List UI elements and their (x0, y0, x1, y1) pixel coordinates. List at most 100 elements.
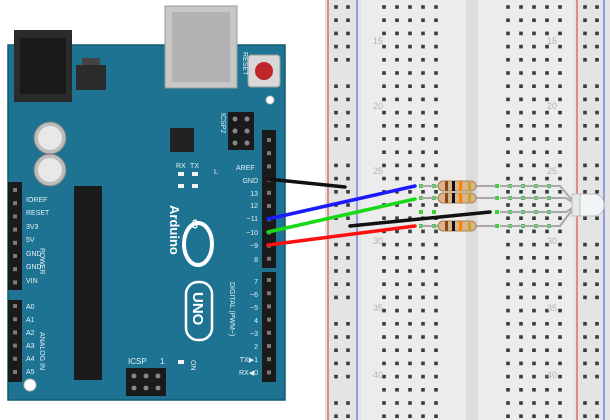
breadboard-hole (545, 308, 549, 313)
resistor-1 (437, 180, 477, 192)
breadboard-hole (532, 137, 536, 141)
row-number-right: 25 (547, 166, 557, 176)
breadboard-hole (519, 242, 523, 247)
breadboard-hole (545, 150, 549, 154)
rail-hole (583, 295, 587, 300)
rail-hole (334, 374, 338, 379)
wire-pin11-blue (266, 184, 417, 221)
breadboard-hole (558, 348, 562, 352)
breadboard-hole (545, 322, 549, 326)
breadboard-hole (558, 361, 562, 366)
breadboard-hole (382, 414, 386, 418)
breadboard-hole (382, 71, 386, 75)
breadboard-hole (532, 44, 536, 49)
breadboard-hole (545, 71, 549, 75)
breadboard-hole (408, 5, 412, 9)
power-pin-label-gnd: GND (26, 264, 42, 271)
rail-hole (346, 18, 350, 22)
breadboard-hole (395, 388, 399, 392)
breadboard-hole (506, 282, 510, 286)
atmega-microcontroller (74, 186, 102, 380)
resistor-2 (437, 192, 477, 204)
breadboard-hole (421, 110, 425, 115)
breadboard-hole (434, 176, 438, 181)
breadboard-hole (382, 242, 386, 247)
breadboard-hole (532, 282, 536, 286)
breadboard-hole (382, 269, 386, 273)
reset-button-cap (255, 62, 273, 80)
rail-hole (595, 190, 599, 194)
rail-hole (334, 44, 338, 49)
aref-label: AREF (236, 165, 255, 172)
analog-in-label: ANALOG IN (38, 332, 45, 370)
rail-hole (583, 124, 587, 128)
power-pin-label-3v3: 3V3 (26, 224, 39, 231)
breadboard-hole (408, 282, 412, 286)
breadboard-hole (532, 335, 536, 339)
icsp2-body (228, 112, 254, 150)
jumper-wires (266, 177, 492, 247)
pin-label-5: ~5 (250, 305, 258, 312)
header-pin (267, 151, 271, 156)
breadboard-hole (408, 256, 412, 260)
usb-connector-inner (172, 12, 230, 82)
breadboard-hole (408, 269, 412, 273)
power-jack-inner (20, 38, 66, 94)
led-lead-blue (500, 209, 573, 227)
rail-hole (346, 190, 350, 194)
breadboard-hole (558, 269, 562, 273)
row-number-left: 30 (373, 236, 383, 246)
breadboard-hole (532, 388, 536, 392)
icsp-label: ICSP (128, 357, 147, 366)
analog-pin-label-a1: A1 (26, 317, 35, 324)
breadboard-hole (421, 295, 425, 300)
rail-hole (583, 18, 587, 22)
power-header (8, 182, 22, 290)
rail-hole (334, 348, 338, 352)
rail-hole (346, 84, 350, 88)
breadboard-hole (519, 256, 523, 260)
row-number-left: 20 (373, 101, 383, 111)
rail-hole (595, 361, 599, 366)
icsp-pin (143, 373, 149, 379)
breadboard-hole (434, 401, 438, 405)
rail-hole (346, 31, 350, 36)
breadboard-hole (532, 190, 536, 194)
rail-hole (595, 216, 599, 220)
breadboard-hole (545, 203, 549, 207)
breadboard-hole (519, 374, 523, 379)
breadboard-hole (545, 348, 549, 352)
pin-label-2: 2 (254, 344, 258, 351)
rail-hole (583, 335, 587, 339)
led-lead-common (500, 206, 575, 213)
breadboard-hole (519, 203, 523, 207)
breadboard-hole (421, 282, 425, 286)
connected-hole (495, 210, 499, 214)
pin-label-11: ~11 (247, 216, 258, 223)
breadboard-hole (545, 31, 549, 36)
rail-hole (346, 216, 350, 220)
breadboard-left-power-rail (325, 0, 361, 420)
breadboard-hole (532, 322, 536, 326)
rail-hole (595, 401, 599, 405)
breadboard-hole (434, 388, 438, 392)
breadboard-hole (519, 322, 523, 326)
breadboard-hole (434, 190, 438, 194)
breadboard-hole (532, 348, 536, 352)
breadboard-hole (395, 401, 399, 405)
mounting-hole (265, 95, 275, 105)
breadboard-hole (532, 97, 536, 102)
breadboard-hole (408, 97, 412, 102)
rail-hole (334, 124, 338, 128)
breadboard-hole (395, 97, 399, 102)
breadboard-hole (558, 31, 562, 36)
row-number-left: 35 (373, 303, 383, 313)
breadboard-hole (532, 242, 536, 247)
rail-hole (346, 282, 350, 286)
row-number-right: 20 (547, 101, 557, 111)
rail-hole (334, 269, 338, 273)
breadboard-hole (408, 374, 412, 379)
rail-hole (583, 31, 587, 36)
rail-hole (346, 361, 350, 366)
